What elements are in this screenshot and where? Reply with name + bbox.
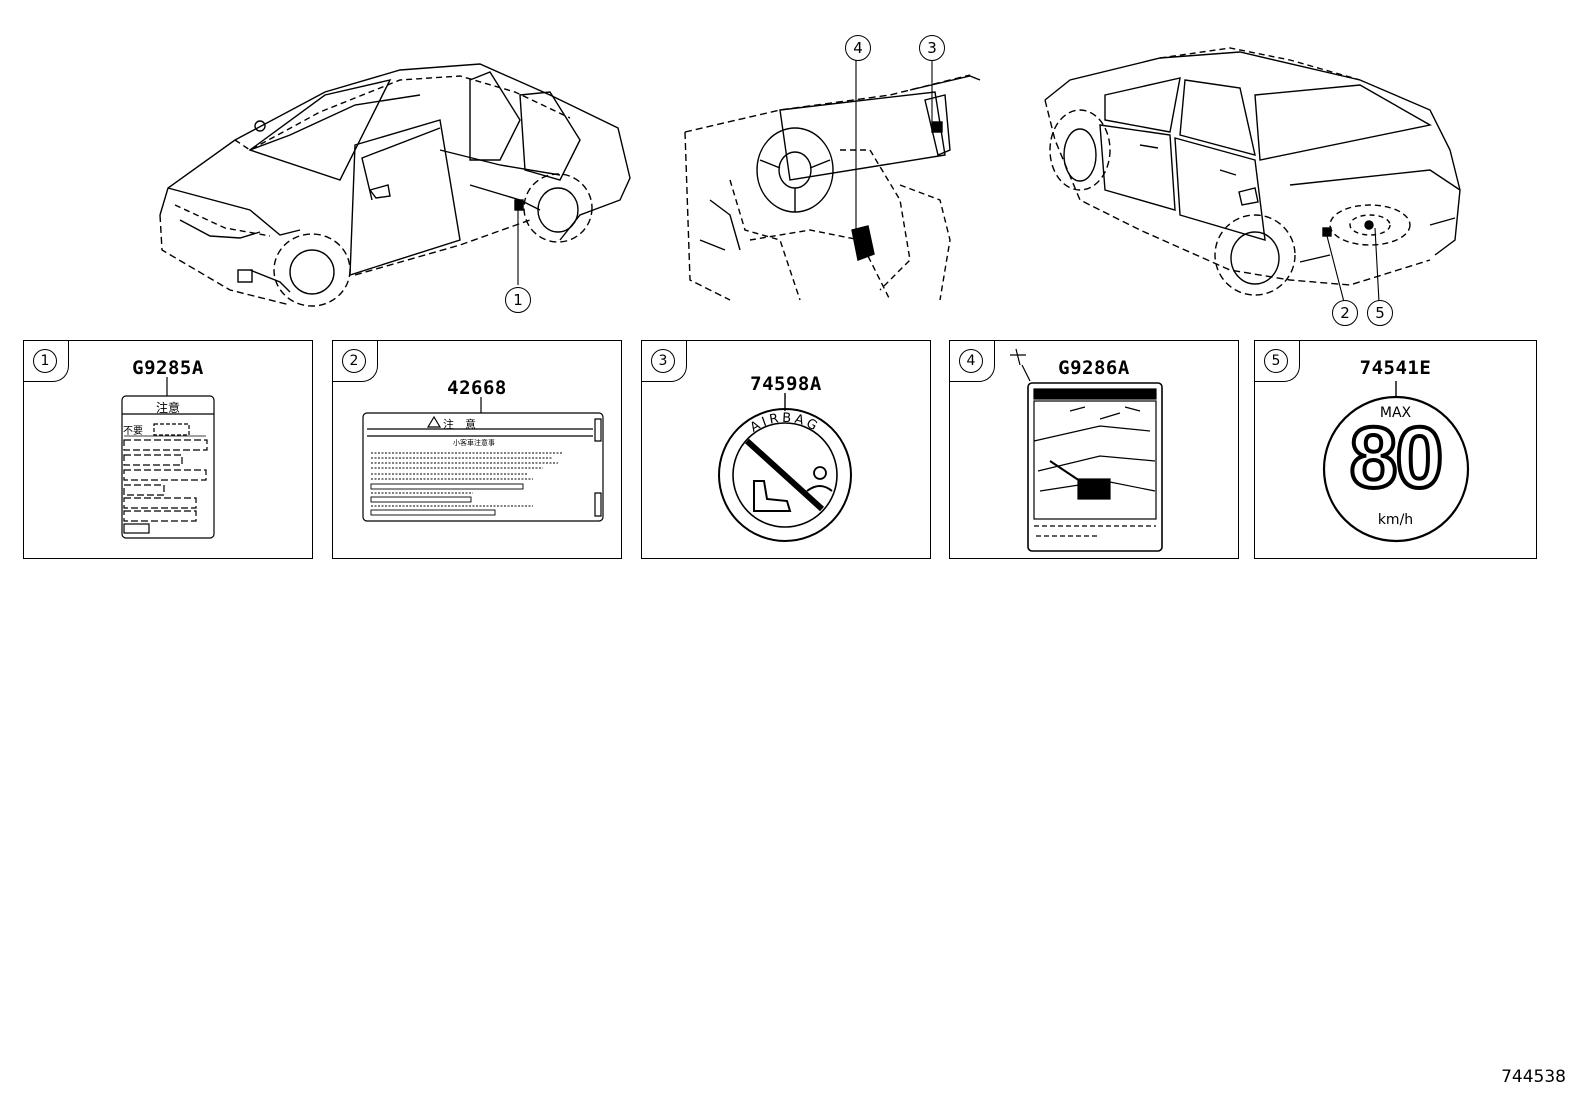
panel-4: 4 G9286A <box>949 340 1239 559</box>
panel-number: 5 <box>1264 349 1288 373</box>
label-heading: 注 意 <box>443 418 476 431</box>
part-code: 74598A <box>750 373 822 395</box>
panel-tab: 3 <box>641 340 687 382</box>
panel-tab: 5 <box>1254 340 1300 382</box>
diagram-id: 744538 <box>1501 1067 1566 1087</box>
panel-5: 5 74541E MAX 80 km/h <box>1254 340 1537 559</box>
callout-2: 2 <box>1332 300 1358 326</box>
panel-number: 2 <box>342 349 366 373</box>
rear-car-illustration: 2 5 <box>1030 0 1500 330</box>
callout-3: 3 <box>919 35 945 61</box>
label-row-text: 不要 <box>123 426 143 437</box>
part-code: 42668 <box>447 377 507 399</box>
front-car-illustration: 1 <box>140 0 640 320</box>
label-heading: 注意 <box>155 401 180 415</box>
speed-unit: km/h <box>1377 512 1414 528</box>
panel-number: 3 <box>651 349 675 373</box>
panel-number: 1 <box>33 349 57 373</box>
panel-tab: 2 <box>332 340 378 382</box>
callout-5: 5 <box>1367 300 1393 326</box>
dashboard-illustration: 4 3 <box>670 0 990 320</box>
panel-number: 4 <box>959 349 983 373</box>
panel-3: 3 74598A AIRBAG <box>641 340 931 559</box>
part-code: G9285A <box>132 357 204 379</box>
label-subheading: 小客車注意事 <box>453 439 495 447</box>
max-label: MAX <box>1379 405 1412 421</box>
part-code: G9286A <box>1058 357 1130 379</box>
callout-1: 1 <box>505 287 531 313</box>
speed-limit-value: 80 <box>1348 410 1446 506</box>
panel-tab: 4 <box>949 340 995 382</box>
panel-1: 1 G9285A 注意 不要 <box>23 340 313 559</box>
panel-tab: 1 <box>23 340 69 382</box>
callout-4: 4 <box>845 35 871 61</box>
panel-2: 2 42668 注 意 小客車注意事 <box>332 340 622 559</box>
part-code: 74541E <box>1359 357 1432 379</box>
